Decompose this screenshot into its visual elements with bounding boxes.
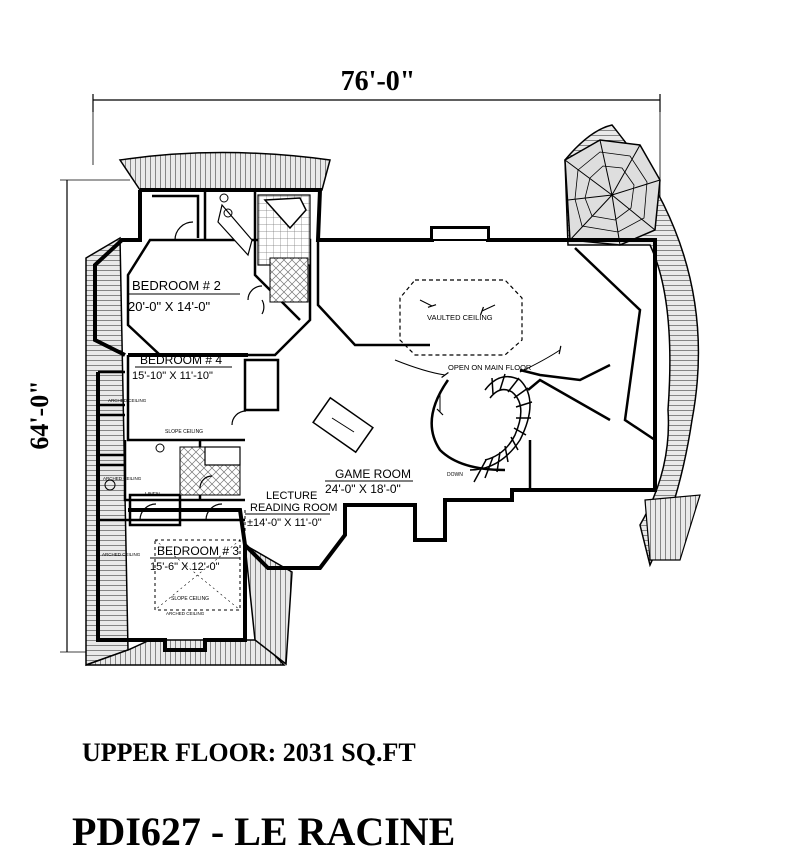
toilet-icon bbox=[219, 193, 229, 203]
toilet-icon bbox=[104, 479, 116, 491]
room-bedroom-4: BEDROOM # 4 15'-10" X 11'-10" bbox=[132, 353, 232, 382]
room-game: GAME ROOM 24'-0" X 18'-0" bbox=[325, 467, 413, 496]
corner-tub bbox=[263, 197, 307, 230]
game-room-name: GAME ROOM bbox=[335, 467, 411, 481]
pool-table bbox=[312, 396, 374, 454]
bedroom-3-name: BEDROOM # 3 bbox=[157, 544, 239, 558]
slope-ceiling-note: SLOPE CEILING bbox=[165, 429, 203, 435]
width-dimension: 76'-0" bbox=[92, 66, 661, 240]
linen-note: LINEN bbox=[145, 492, 160, 498]
bedroom-3-size: 15'-6" X 12'-0" bbox=[150, 561, 220, 573]
arched-ceiling-note: ARCHED CEILING bbox=[103, 476, 142, 481]
lecture-area-dashed bbox=[154, 509, 246, 611]
bedroom-2-name: BEDROOM # 2 bbox=[132, 278, 221, 293]
sink-icon bbox=[155, 443, 165, 453]
depth-dimension: 64'-0" bbox=[25, 179, 130, 653]
game-room-size: 24'-0" X 18'-0" bbox=[325, 482, 401, 496]
lecture-name-line2: READING ROOM bbox=[250, 502, 337, 514]
windows bbox=[415, 227, 610, 542]
slope-ceiling-note: SLOPE CEILING bbox=[171, 596, 209, 602]
doors bbox=[139, 221, 265, 521]
width-label: 76'-0" bbox=[341, 66, 416, 97]
open-main-floor-note: OPEN ON MAIN FLOOR bbox=[448, 363, 532, 372]
bathtub bbox=[204, 446, 241, 466]
vaulted-ceiling-outline bbox=[399, 279, 523, 356]
spiral-staircase bbox=[469, 373, 533, 483]
room-bedroom-2: BEDROOM # 2 20'-0" X 14'-0" bbox=[128, 278, 240, 314]
depth-label: 64'-0" bbox=[25, 380, 54, 449]
vanity-top bbox=[217, 203, 253, 257]
vaulted-ceiling-note: VAULTED CEILING bbox=[427, 313, 493, 322]
room-lecture: LECTURE READING ROOM ±14'-0" X 11'-0" bbox=[245, 490, 337, 529]
radial-roof bbox=[564, 139, 661, 246]
roof-areas bbox=[85, 124, 701, 667]
arched-ceiling-note: ARCHED CEILING bbox=[108, 398, 147, 403]
bedroom-4-name: BEDROOM # 4 bbox=[140, 353, 222, 367]
open-floor-arrows bbox=[394, 299, 562, 416]
arched-ceiling-note: ARCHED CEILING bbox=[166, 611, 205, 616]
lecture-size: ±14'-0" X 11'-0" bbox=[247, 517, 322, 529]
arched-ceiling-note: ARCHED CEILING bbox=[102, 552, 141, 557]
bathroom-top bbox=[217, 193, 311, 303]
lecture-name-line1: LECTURE bbox=[266, 490, 317, 502]
bathroom-middle bbox=[104, 443, 241, 496]
plan-title: PDI627 - LE RACINE bbox=[72, 809, 456, 854]
bedroom-2-size: 20'-0" X 14'-0" bbox=[128, 299, 211, 314]
room-bedroom-3: BEDROOM # 3 15'-6" X 12'-0" bbox=[150, 544, 240, 573]
stair-down-note: DOWN bbox=[447, 472, 463, 478]
floor-area-caption: UPPER FLOOR: 2031 SQ.FT bbox=[82, 738, 416, 767]
sink-icon bbox=[223, 208, 233, 218]
exterior-walls bbox=[93, 188, 657, 652]
bedroom-4-size: 15'-10" X 11'-10" bbox=[132, 370, 213, 382]
